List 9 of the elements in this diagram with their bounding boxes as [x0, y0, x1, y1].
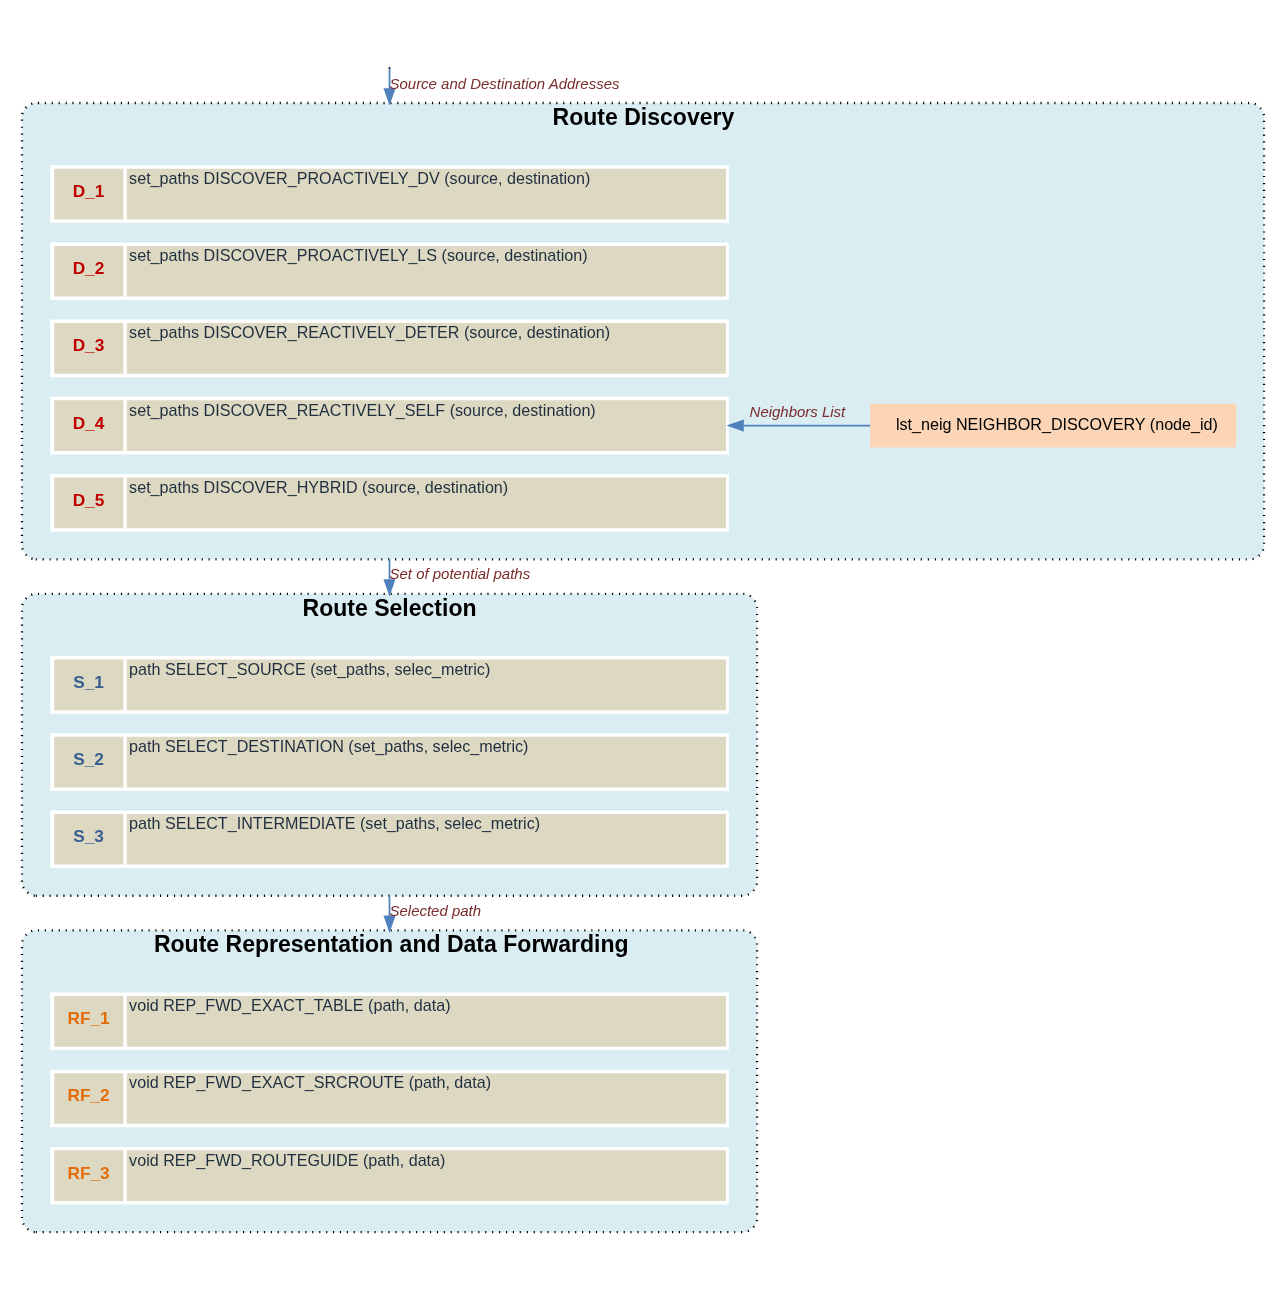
arrow: [383, 558, 396, 597]
arrow: [726, 419, 872, 432]
node-box: lst_neig NEIGHBOR_DISCOVERY (node_id): [870, 403, 1237, 448]
arrow: [383, 67, 396, 106]
edge-label: Selected path: [389, 901, 482, 919]
edge-label: Set of potential paths: [389, 565, 531, 583]
edge-label: Neighbors List: [749, 402, 846, 420]
arrow: [383, 894, 396, 933]
edge-label: Source and Destination Addresses: [389, 74, 620, 92]
